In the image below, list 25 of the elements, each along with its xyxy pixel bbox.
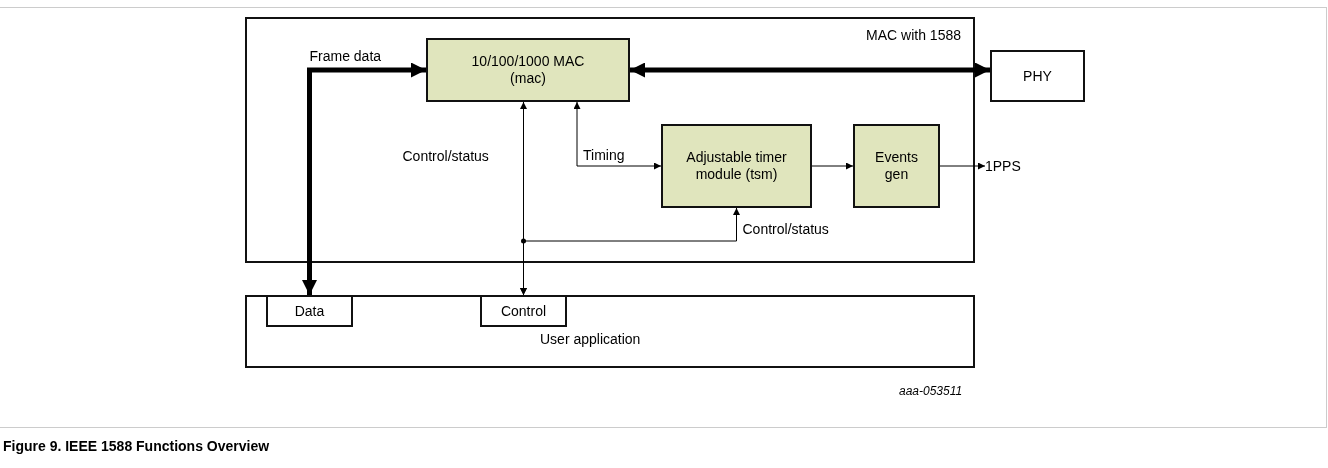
frame-title: User application (540, 331, 641, 348)
box-label: 10/100/1000 MAC (mac) (470, 53, 586, 87)
arrow (939, 162, 986, 170)
process-box (853, 124, 940, 208)
port-box (266, 295, 353, 327)
bus-arrow (302, 62, 426, 295)
box-label: Data (293, 302, 326, 320)
arrow (520, 207, 740, 296)
application-frame (245, 295, 975, 368)
box-label: Adjustable timer module (tsm) (685, 149, 788, 183)
frame-title: MAC with 1588 (866, 27, 961, 44)
signal-label: 1PPS (985, 158, 1021, 175)
box-label: Control (499, 302, 548, 320)
box-label: Events gen (874, 149, 919, 183)
edge-label: Timing (582, 147, 626, 164)
arrow (811, 162, 854, 170)
process-box (426, 38, 630, 102)
process-box (990, 50, 1085, 102)
bus-arrow (630, 62, 990, 78)
arrow (573, 101, 662, 170)
figure-caption: Figure 9. IEEE 1588 Functions Overview (3, 438, 270, 454)
box-label: PHY (1022, 67, 1053, 85)
process-box (661, 124, 812, 208)
module-frame (245, 17, 975, 263)
port-box (480, 295, 567, 327)
